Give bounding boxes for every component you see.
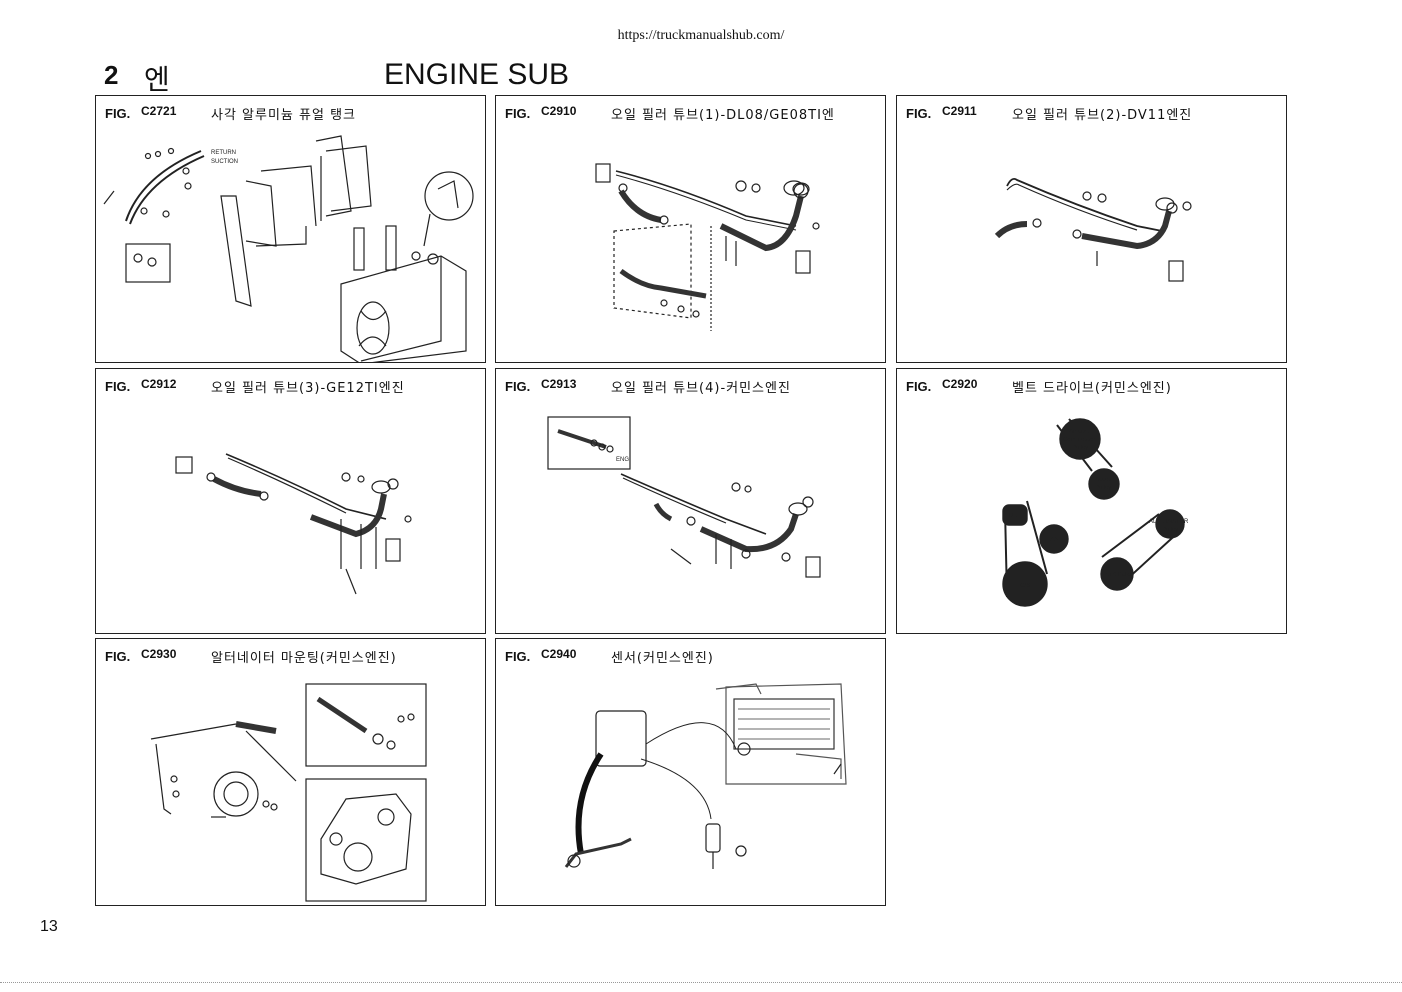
oil-filler-tube-3-diagram	[175, 453, 412, 595]
figure-header: FIG. C2920 벨트 드라이브(커민스엔진)	[906, 377, 1281, 397]
fig-label: FIG.	[505, 649, 531, 664]
figure-header: FIG. C2911 오일 필러 튜브(2)-DV11엔진	[906, 104, 1281, 124]
figure-panel-c2721: FIG. C2721 사각 알루미늄 퓨얼 탱크 RETURN SUCTION	[95, 95, 486, 363]
source-url[interactable]: https://truckmanualshub.com/	[617, 28, 785, 43]
section-number: 2	[104, 60, 119, 90]
figure-panel-c2930: FIG. C2930 알터네이터 마운팅(커민스엔진)	[95, 638, 486, 906]
alternator-pulley-label: Pulley	[1162, 527, 1178, 533]
fig-title: 오일 필러 튜브(3)-GE12TI엔진	[211, 381, 405, 396]
fig-label: FIG.	[906, 106, 932, 121]
section-title-english: ENGINE SUB	[384, 58, 570, 91]
fig-title: 알터네이터 마운팅(커민스엔진)	[211, 651, 397, 666]
front-pulley-label: Front.Pulley	[1102, 572, 1134, 578]
fig-code: C2920	[942, 377, 978, 391]
acces-pulley-label: Pulley	[1095, 485, 1111, 491]
fig-code: C2940	[541, 647, 577, 661]
fan-label: FAN	[1047, 537, 1059, 543]
fig-label: FIG.	[105, 649, 131, 664]
figure-panel-c2910: FIG. C2910 오일 필러 튜브(1)-DL08/GE08TI엔	[495, 95, 886, 363]
aircon-label: Air con.	[1069, 429, 1090, 435]
fuel-tank-diagram: RETURN SUCTION	[103, 135, 474, 362]
fig-label: FIG.	[105, 379, 131, 394]
bottom-dotted-line	[0, 982, 1402, 983]
fig-title: 센서(커민스엔진)	[611, 651, 714, 666]
fig-code: C2911	[942, 104, 977, 118]
figure-header: FIG. C2912 오일 필러 튜브(3)-GE12TI엔진	[105, 377, 480, 397]
suction-label: SUCTION	[211, 159, 238, 165]
figure-panel-c2920: FIG. C2920 벨트 드라이브(커민스엔진) Air con. Compr…	[896, 368, 1287, 634]
compressor-label: Compressor	[1063, 437, 1096, 443]
oil-filler-tube-2-diagram	[994, 177, 1192, 282]
eng-label: ENG	[616, 457, 629, 463]
figure-panel-c2940: FIG. C2940 센서(커민스엔진)	[495, 638, 886, 906]
alternator-label: ALTERNATOR	[1149, 519, 1189, 525]
figure-header: FIG. C2910 오일 필러 튜브(1)-DL08/GE08TI엔	[505, 104, 880, 124]
cs-label: C/S	[1020, 583, 1030, 589]
return-label: RETURN	[211, 150, 236, 156]
figure-header: FIG. C2930 알터네이터 마운팅(커민스엔진)	[105, 647, 480, 667]
fig-title: 오일 필러 튜브(4)-커민스엔진	[611, 381, 791, 396]
idle-label: IDLE	[1007, 513, 1020, 519]
fig-code: C2912	[141, 377, 177, 391]
fig-title: 벨트 드라이브(커민스엔진)	[1012, 381, 1172, 396]
fig-label: FIG.	[505, 106, 531, 121]
figure-header: FIG. C2913 오일 필러 튜브(4)-커민스엔진	[505, 377, 880, 397]
belt-drive-diagram: Air con. Compressor Pulley Acces. Pulley…	[1002, 418, 1189, 607]
fig-label: FIG.	[505, 379, 531, 394]
oil-filler-tube-4-diagram: ENG	[547, 416, 821, 578]
fig-label: FIG.	[906, 379, 932, 394]
fig-code: C2930	[141, 647, 177, 661]
sensor-diagram	[564, 683, 847, 869]
fig-code: C2721	[141, 104, 177, 118]
fig-title: 사각 알루미늄 퓨얼 탱크	[211, 108, 356, 123]
fig-title: 오일 필러 튜브(1)-DL08/GE08TI엔	[611, 108, 835, 123]
acces-label: Acces.	[1095, 477, 1113, 483]
compressor-pulley-label: Pulley	[1072, 445, 1088, 451]
fig-code: C2910	[541, 104, 577, 118]
alternator-mounting-diagram	[150, 683, 427, 902]
fig-title: 오일 필러 튜브(2)-DV11엔진	[1012, 108, 1193, 123]
figure-header: FIG. C2721 사각 알루미늄 퓨얼 탱크	[105, 104, 480, 124]
fig-code: C2913	[541, 377, 577, 391]
figure-panel-c2912: FIG. C2912 오일 필러 튜브(3)-GE12TI엔진	[95, 368, 486, 634]
fig-label: FIG.	[105, 106, 131, 121]
oil-filler-tube-1-diagram	[595, 163, 820, 331]
page-number: 13	[40, 918, 58, 935]
figure-panel-c2911: FIG. C2911 오일 필러 튜브(2)-DV11엔진	[896, 95, 1287, 363]
figure-panel-c2913: FIG. C2913 오일 필러 튜브(4)-커민스엔진 ENG	[495, 368, 886, 634]
figure-header: FIG. C2940 센서(커민스엔진)	[505, 647, 880, 667]
